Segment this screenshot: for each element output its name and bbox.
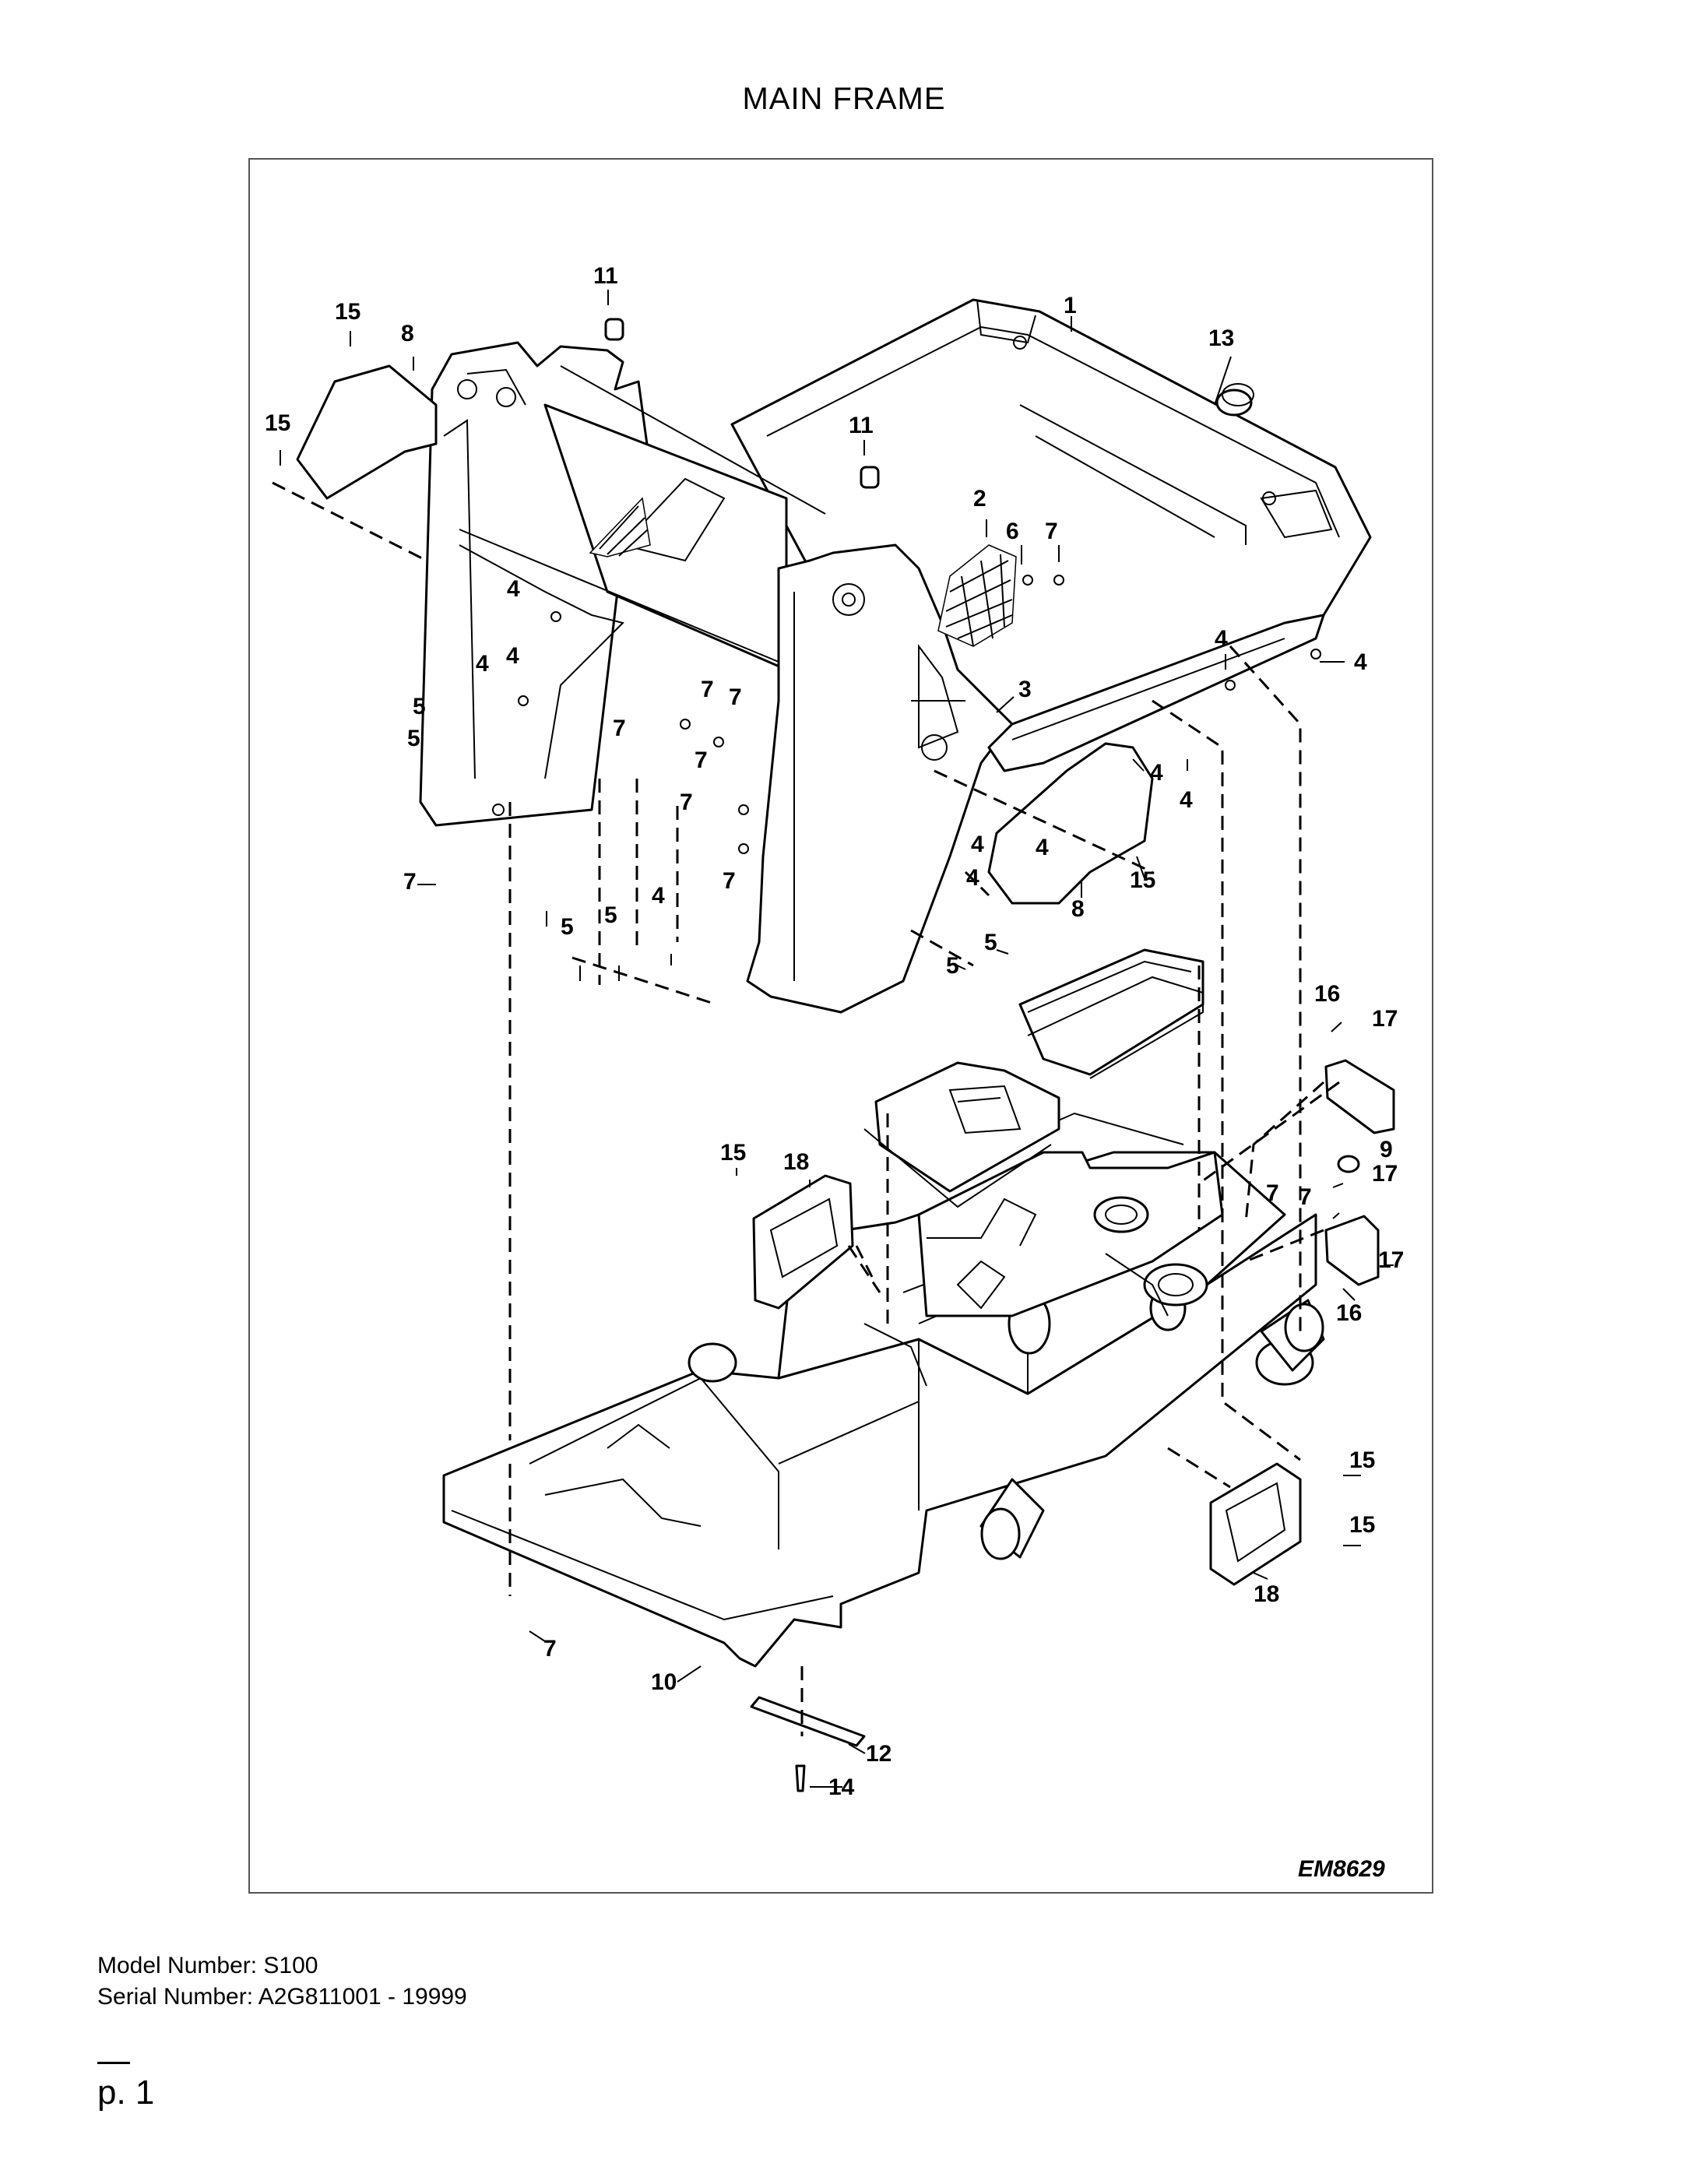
callout-10: 10 <box>651 1669 677 1695</box>
callout-7e: 7 <box>695 747 708 773</box>
callout-17b: 17 <box>1372 1161 1398 1187</box>
callout-18b: 18 <box>1254 1581 1279 1607</box>
callout-5e: 5 <box>984 930 997 955</box>
callout-15e: 15 <box>1349 1447 1375 1473</box>
callout-7d: 7 <box>613 716 626 741</box>
callout-15f: 15 <box>1349 1512 1375 1538</box>
callout-6: 6 <box>1006 519 1019 544</box>
callout-18a: 18 <box>783 1149 809 1175</box>
callout-4d: 4 <box>1215 626 1228 652</box>
callout-2: 2 <box>973 486 986 512</box>
callout-7f: 7 <box>680 790 693 815</box>
callout-5f: 5 <box>946 953 959 979</box>
callout-7c: 7 <box>729 684 742 710</box>
callout-15d: 15 <box>720 1140 746 1166</box>
upper-main-frame <box>419 298 1372 1014</box>
callout-5a: 5 <box>413 694 426 719</box>
page-number-rule <box>97 2062 130 2064</box>
page-number: p. 1 <box>97 2073 155 2112</box>
callout-5c: 5 <box>604 902 617 928</box>
callout-17a: 17 <box>1372 1006 1398 1032</box>
side-panels <box>296 364 1154 905</box>
callout-16b: 16 <box>1336 1300 1362 1326</box>
callout-7a: 7 <box>1045 519 1058 544</box>
diagram-frame <box>248 158 1433 1894</box>
callout-4h: 4 <box>971 832 984 857</box>
callout-9: 9 <box>1380 1137 1393 1162</box>
cover-plates <box>752 948 1395 1586</box>
assembly-lines <box>272 481 1340 1736</box>
callout-4b: 4 <box>476 651 489 677</box>
callout-7i: 7 <box>1266 1180 1279 1206</box>
callout-8a: 8 <box>401 321 414 346</box>
callout-15b: 15 <box>265 410 290 436</box>
callout-7j: 7 <box>543 1636 557 1662</box>
callout-12: 12 <box>866 1741 891 1767</box>
callout-15a: 15 <box>335 299 360 325</box>
callout-11a: 11 <box>593 263 618 289</box>
callout-14: 14 <box>828 1774 855 1800</box>
callout-3: 3 <box>1018 677 1032 702</box>
callout-7k: 7 <box>1299 1184 1312 1210</box>
callout-1: 1 <box>1064 293 1077 318</box>
callout-labels: 1 2 3 6 9 10 12 13 14 11 11 15 15 15 15 … <box>265 263 1404 1882</box>
page-title: MAIN FRAME <box>742 82 946 116</box>
callout-5b: 5 <box>407 726 420 751</box>
callout-16a: 16 <box>1314 981 1340 1007</box>
drawing-code: EM8629 <box>1298 1856 1385 1882</box>
leader-lines <box>280 290 1394 1788</box>
callout-4a: 4 <box>507 576 520 602</box>
callout-13: 13 <box>1208 325 1234 351</box>
model-number: Model Number: S100 <box>97 1953 318 1978</box>
callout-7h: 7 <box>403 869 417 895</box>
callout-17c: 17 <box>1378 1247 1404 1273</box>
callout-5d: 5 <box>561 914 574 940</box>
callout-8b: 8 <box>1071 896 1085 922</box>
callout-7g: 7 <box>723 868 736 894</box>
callout-7b: 7 <box>701 677 714 702</box>
bottom-frame <box>442 1112 1325 1792</box>
callout-11b: 11 <box>849 413 874 438</box>
callout-4i: 4 <box>1036 835 1049 860</box>
callout-4c: 4 <box>506 643 519 669</box>
callout-4e: 4 <box>1354 649 1367 675</box>
callout-4j: 4 <box>966 865 979 891</box>
serial-number: Serial Number: A2G811001 - 19999 <box>97 1984 467 2010</box>
callout-4f: 4 <box>1150 760 1163 786</box>
callout-4g: 4 <box>1180 787 1193 813</box>
callout-4k: 4 <box>652 883 665 909</box>
callout-15c: 15 <box>1130 867 1155 893</box>
